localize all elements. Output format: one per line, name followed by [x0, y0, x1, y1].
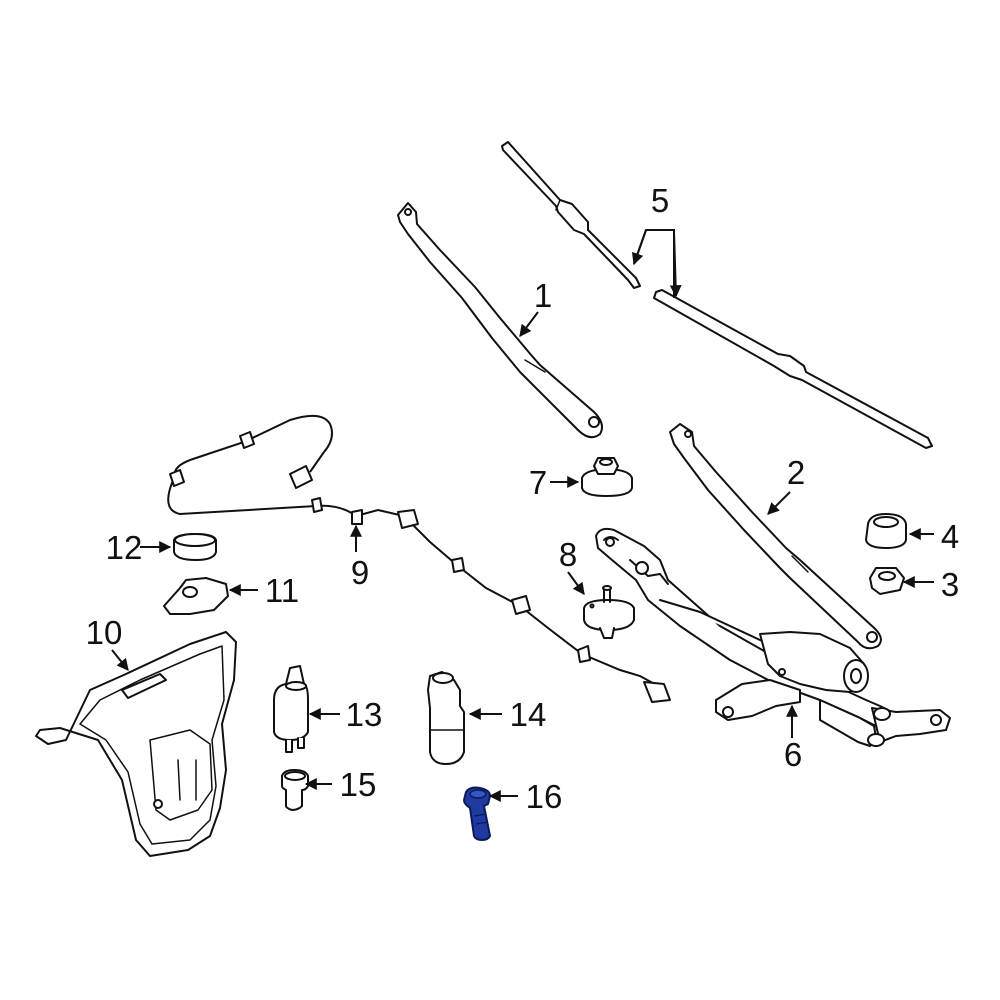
leader-5 [633, 229, 675, 298]
callout-labels: 1 2 3 4 5 6 7 8 9 10 11 12 13 14 15 16 [86, 182, 960, 815]
callout-5[interactable]: 5 [651, 182, 669, 219]
callout-3[interactable]: 3 [941, 566, 959, 603]
pump-grommet[interactable] [281, 769, 309, 811]
highlighted-bolt[interactable] [463, 786, 491, 841]
callout-12[interactable]: 12 [106, 529, 143, 566]
callout-1[interactable]: 1 [534, 277, 552, 314]
callout-6[interactable]: 6 [784, 736, 802, 773]
callout-14[interactable]: 14 [510, 696, 547, 733]
pivot-cap[interactable] [865, 513, 907, 549]
leader-8 [567, 571, 585, 595]
mounting-grommet[interactable] [583, 585, 635, 639]
callout-16[interactable]: 16 [526, 778, 563, 815]
washer-hose[interactable] [167, 414, 671, 703]
wiper-blade-lower[interactable] [653, 289, 933, 449]
wiper-arm-right[interactable] [669, 423, 882, 650]
nut-cover[interactable] [581, 457, 633, 497]
callout-15[interactable]: 15 [340, 766, 377, 803]
leader-10 [111, 649, 129, 671]
wiper-arm-left[interactable] [397, 202, 603, 439]
callout-4[interactable]: 4 [941, 518, 959, 555]
callout-2[interactable]: 2 [787, 454, 805, 491]
washer-pump-b[interactable] [427, 671, 465, 765]
callout-9[interactable]: 9 [351, 554, 369, 591]
callout-8[interactable]: 8 [559, 536, 577, 573]
leader-1 [519, 311, 539, 337]
level-sensor-cap[interactable] [173, 533, 217, 561]
leader-2 [767, 491, 791, 515]
filler-adapter[interactable] [163, 577, 229, 615]
hex-nut[interactable] [869, 567, 905, 595]
callout-10[interactable]: 10 [86, 614, 123, 651]
wiper-linkage-motor[interactable] [595, 527, 951, 747]
washer-reservoir[interactable] [35, 631, 237, 857]
callout-11[interactable]: 11 [265, 572, 299, 609]
wiper-blade-upper[interactable] [501, 141, 641, 289]
washer-pump-a[interactable] [273, 665, 309, 753]
callout-13[interactable]: 13 [346, 696, 383, 733]
callout-7[interactable]: 7 [529, 464, 547, 501]
leader-lines [111, 229, 934, 802]
